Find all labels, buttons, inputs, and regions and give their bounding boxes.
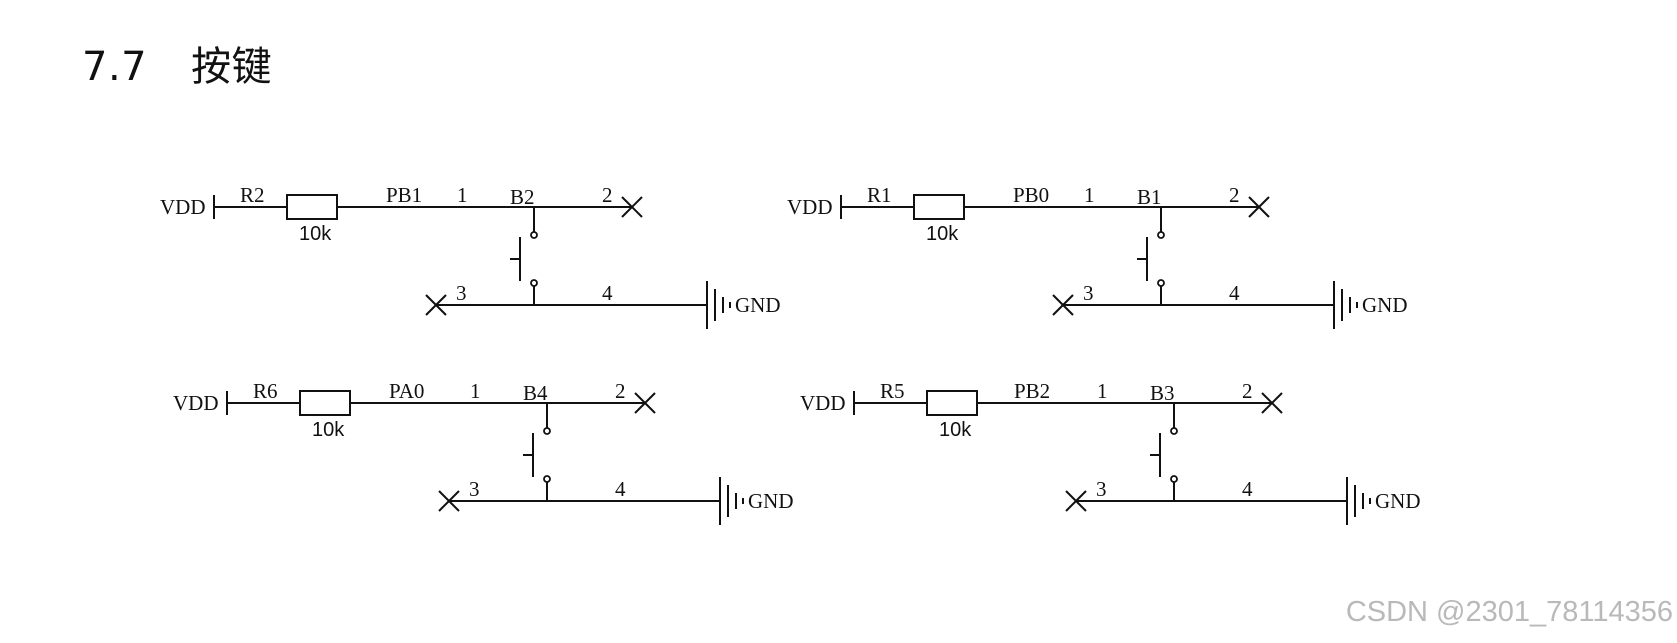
net-label: PB1	[386, 183, 422, 207]
pin1-label: 1	[1084, 183, 1095, 207]
gnd-label: GND	[735, 293, 781, 317]
net-label: PB2	[1014, 379, 1050, 403]
resistor-label: R1	[867, 183, 892, 207]
circuit-wiring	[226, 390, 744, 526]
circuit-r6-b4: VDD R6 10k PA0 1 B4 2 3 4 GND	[173, 379, 794, 526]
pin1-label: 1	[1097, 379, 1108, 403]
pin2-label: 2	[1229, 183, 1240, 207]
resistor-value: 10k	[312, 419, 345, 441]
resistor-label: R6	[253, 379, 278, 403]
pin3-label: 3	[469, 477, 480, 501]
net-label: PA0	[389, 379, 424, 403]
pin1-label: 1	[470, 379, 481, 403]
resistor-label: R5	[880, 379, 905, 403]
resistor-value: 10k	[939, 419, 972, 441]
vdd-label: VDD	[173, 391, 219, 415]
circuit-wiring	[840, 194, 1358, 330]
section-title: 按键	[191, 44, 273, 90]
watermark: CSDN @2301_78114356	[1345, 596, 1673, 628]
pin4-label: 4	[1229, 281, 1240, 305]
circuit-wiring	[213, 194, 731, 330]
pin2-label: 2	[615, 379, 626, 403]
net-label: PB0	[1013, 183, 1049, 207]
section-number: 7.7	[82, 44, 148, 90]
pin3-label: 3	[1083, 281, 1094, 305]
resistor-value: 10k	[926, 223, 959, 245]
pin4-label: 4	[615, 477, 626, 501]
gnd-label: GND	[748, 489, 794, 513]
resistor-value: 10k	[299, 223, 332, 245]
gnd-label: GND	[1362, 293, 1408, 317]
pin3-label: 3	[456, 281, 467, 305]
button-label: B1	[1137, 185, 1162, 209]
circuit-r5-b3: VDD R5 10k PB2 1 B3 2 3 4 GND	[800, 379, 1421, 526]
pin2-label: 2	[1242, 379, 1253, 403]
section-heading: 7.7 按键	[82, 34, 272, 92]
pin4-label: 4	[1242, 477, 1253, 501]
gnd-label: GND	[1375, 489, 1421, 513]
vdd-label: VDD	[160, 195, 206, 219]
resistor-label: R2	[240, 183, 265, 207]
pin1-label: 1	[457, 183, 468, 207]
vdd-label: VDD	[800, 391, 846, 415]
button-label: B3	[1150, 381, 1175, 405]
button-label: B2	[510, 185, 535, 209]
pin3-label: 3	[1096, 477, 1107, 501]
button-label: B4	[523, 381, 548, 405]
pin2-label: 2	[602, 183, 613, 207]
pin4-label: 4	[602, 281, 613, 305]
vdd-label: VDD	[787, 195, 833, 219]
circuit-wiring	[853, 390, 1371, 526]
circuit-r2-b2: VDD R2 10k PB1 1 B2 2 3 4 GND	[160, 183, 781, 330]
circuit-r1-b1: VDD R1 10k PB0 1 B1 2 3 4 GND	[787, 183, 1408, 330]
